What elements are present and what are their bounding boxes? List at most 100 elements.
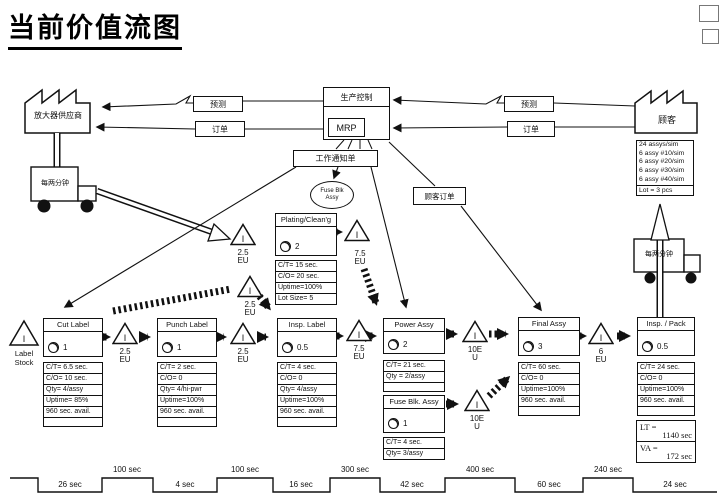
timeline-label: 26 sec	[58, 480, 82, 489]
demand-row: 6 assy #20/sim	[639, 158, 685, 166]
data-row: Uptime= 85%	[44, 395, 102, 406]
timeline-label: 100 sec	[112, 465, 142, 474]
inventory-triangle-icon: I	[345, 319, 373, 347]
label-stock-label: Label Stock	[14, 349, 34, 367]
timeline-label: 400 sec	[465, 465, 495, 474]
data-box-punch-label: C/T= 2 sec. C/O= 0 Qty= 4/hi-pwr Uptime=…	[157, 362, 217, 427]
data-row: Qty= 4/assy	[44, 384, 102, 395]
data-box-plating: C/T= 15 sec. C/O= 20 sec. Uptime=100% Lo…	[275, 260, 337, 305]
page-title: 当前价值流图	[8, 6, 182, 50]
data-row: C/O= 0	[638, 373, 694, 384]
operator: 1	[48, 342, 67, 353]
timeline-label: 42 sec	[400, 480, 424, 489]
operator: 0.5	[642, 341, 668, 352]
inventory-qty: 10E U	[467, 345, 483, 363]
data-box-insp-label: C/T= 4 sec. C/O= 0 Qty= 4/assy Uptime=10…	[277, 362, 337, 427]
data-row: C/T= 24 sec.	[640, 364, 680, 371]
data-row: C/T= 60 sec.	[521, 364, 561, 371]
svg-text:I: I	[249, 286, 252, 296]
inventory-qty: 10E U	[469, 414, 485, 432]
operator: 1	[388, 418, 407, 429]
work-order-box: 工作通知单	[293, 150, 378, 167]
customer-factory-icon	[634, 89, 698, 134]
lot-size-row: Lot = 3 pcs	[637, 184, 693, 196]
data-box-footer	[638, 406, 694, 415]
process-box-punch-label: Punch Label 1	[157, 318, 217, 357]
timeline-label: 240 sec	[593, 465, 623, 474]
inventory-qty: 2.5 EU	[237, 347, 249, 365]
process-title: Final Assy	[519, 318, 579, 331]
work-order-arrow	[370, 166, 409, 309]
data-box-insp-pack: C/T= 24 sec. C/O= 0 Uptime=100% 960 sec.…	[637, 362, 695, 416]
schedule-fan-lines	[335, 139, 373, 150]
data-row: Uptime=100%	[278, 395, 336, 406]
data-row: C/O= 0	[278, 373, 336, 384]
data-box-footer	[519, 406, 579, 415]
corner-box	[702, 29, 719, 44]
forecast-box-right: 预测	[504, 96, 554, 112]
process-box-fuse-blk-assy: Fuse Blk. Assy 1	[383, 395, 445, 433]
timeline-ladder	[10, 477, 717, 493]
inventory-qty: 7.5 EU	[354, 249, 366, 267]
production-control-title: 生产控制	[324, 88, 389, 107]
operator: 2	[280, 241, 299, 252]
data-row: C/O= 20 sec.	[276, 271, 336, 282]
inventory-qty: 7.5 EU	[353, 344, 365, 362]
process-title: Fuse Blk. Assy	[384, 396, 444, 409]
svg-text:I: I	[242, 333, 245, 343]
data-row: C/O= 10 sec.	[44, 373, 102, 384]
data-row: 960 sec. avail.	[158, 406, 216, 417]
lead-time-cell: LT = 1140 sec	[640, 422, 692, 440]
info-arrow	[95, 122, 196, 132]
customer-name: 顾客	[657, 114, 676, 125]
supplier-factory-icon	[24, 88, 91, 134]
operator-icon	[48, 342, 59, 353]
supplier-name: 放大器供应商	[34, 110, 82, 120]
operator: 2	[388, 339, 407, 350]
inventory-triangle-icon: I	[229, 322, 257, 350]
timeline-label: 4 sec	[175, 480, 195, 489]
data-row: Qty= 4/hi-pwr	[158, 384, 216, 395]
process-box-cut-label: Cut Label 1	[43, 318, 103, 357]
data-row: Qty= 4/assy	[278, 384, 336, 395]
operator-icon	[388, 339, 399, 350]
process-box-final-assy: Final Assy 3	[518, 317, 580, 356]
demand-row: 24 assys/sim	[639, 141, 679, 148]
timeline-label: 300 sec	[340, 465, 370, 474]
work-order-arrow	[332, 166, 341, 180]
process-box-insp-pack: Insp. / Pack 0.5	[637, 317, 695, 356]
operator-icon	[642, 341, 653, 352]
data-row: Lot Size= 5	[276, 293, 336, 304]
operator-icon	[282, 342, 293, 353]
svg-text:I: I	[242, 234, 245, 244]
svg-text:I: I	[124, 333, 127, 343]
electronic-info-arrow	[101, 94, 193, 112]
fuse-note-ellipse: Fuse Blk Assy	[310, 181, 354, 209]
demand-row: 6 assy #10/sim	[639, 149, 685, 157]
operator: 3	[523, 341, 542, 352]
forecast-box-left: 预测	[193, 96, 243, 112]
inventory-triangle-icon: I	[343, 219, 371, 247]
wheel-icon	[644, 272, 656, 284]
inventory-triangle-icon: I	[463, 389, 491, 417]
data-row: C/T= 4 sec.	[280, 364, 316, 371]
operator-icon	[388, 418, 399, 429]
production-control-box: 生产控制 MRP	[323, 87, 390, 140]
process-title: Power Assy	[384, 319, 444, 332]
operator-icon	[162, 342, 173, 353]
data-row: Uptime=100%	[158, 395, 216, 406]
svg-text:I: I	[474, 331, 477, 341]
info-arrow	[392, 123, 508, 133]
supplier-truck-icon	[30, 166, 97, 213]
data-row: C/O= 0	[519, 373, 579, 384]
inventory-triangle-icon: I	[236, 275, 264, 303]
process-title: Cut Label	[44, 319, 102, 332]
inventory-qty: 2.5 EU	[119, 347, 131, 365]
data-row: 960 sec. avail.	[638, 395, 694, 406]
data-row: C/T= 4 sec.	[386, 439, 422, 446]
process-box-insp-label: Insp. Label 0.5	[277, 318, 337, 357]
supplier-truck-label: 每两分钟	[41, 180, 69, 187]
data-row: Qty = 2/assy	[384, 371, 444, 382]
